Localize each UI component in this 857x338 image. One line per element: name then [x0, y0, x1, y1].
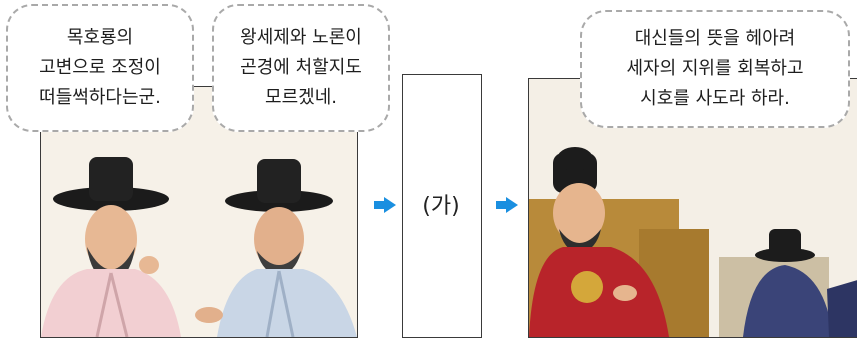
bubble-line: 모르겠네.: [265, 87, 337, 108]
bubble-line: 왕세제와 노론이: [240, 27, 362, 48]
bubble-line: 세자의 지위를 회복하고: [626, 58, 804, 79]
scholar-right-figure: [195, 159, 357, 337]
bubble-line: 곤경에 처할지도: [240, 57, 362, 78]
king-figure: [529, 147, 669, 337]
bubble-line: 시호를 사도라 하라.: [640, 88, 790, 109]
bubble-line: 목호룡의: [66, 27, 134, 48]
speech-bubble-king: 대신들의 뜻을 헤아려 세자의 지위를 회복하고 시호를 사도라 하라.: [580, 10, 850, 128]
speech-bubble-left-scholar: 목호룡의 고변으로 조정이 떠들썩하다는군.: [6, 4, 194, 132]
bubble-line: 고변으로 조정이: [39, 57, 161, 78]
bubble-line: 떠들썩하다는군.: [39, 87, 161, 108]
blank-marker-label: (가): [422, 194, 460, 219]
right-arrow-icon: [374, 197, 396, 213]
speech-bubble-right-scholar: 왕세제와 노론이 곤경에 처할지도 모르겠네.: [212, 4, 390, 132]
scholar-left-figure: [41, 157, 181, 337]
blank-event-panel: [402, 74, 482, 338]
bubble-line: 대신들의 뜻을 헤아려: [634, 28, 796, 49]
minister-figure: [743, 229, 857, 337]
right-arrow-icon: [496, 197, 518, 213]
